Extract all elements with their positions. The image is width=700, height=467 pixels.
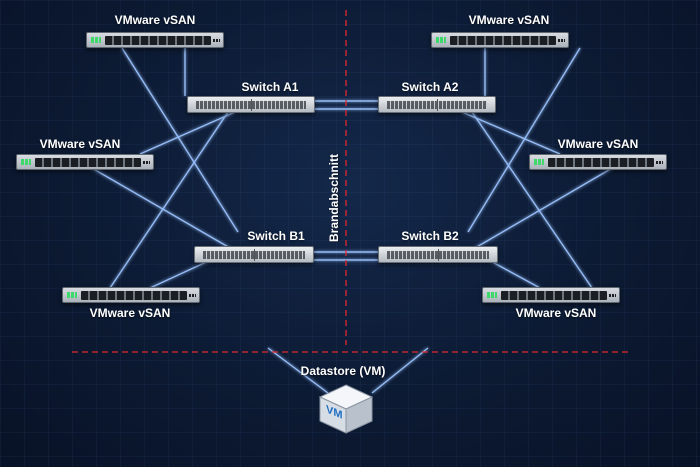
drive-bays bbox=[450, 36, 556, 45]
vsan-server-mid-left[interactable] bbox=[16, 154, 154, 170]
drive-bays bbox=[81, 291, 187, 300]
switch-a2[interactable] bbox=[378, 96, 496, 113]
server-label-bottom-left: VMware vSAN bbox=[89, 306, 171, 320]
vsan-server-top-left[interactable] bbox=[86, 32, 224, 48]
switch-label-a1: Switch A1 bbox=[241, 80, 299, 94]
port-dots-icon bbox=[656, 161, 663, 164]
status-lights-icon bbox=[21, 159, 31, 165]
port-dots-icon bbox=[609, 294, 616, 297]
switch-label-a2: Switch A2 bbox=[401, 80, 459, 94]
drive-bays bbox=[501, 291, 607, 300]
server-label-bottom-right: VMware vSAN bbox=[515, 306, 597, 320]
port-dots-icon bbox=[143, 161, 150, 164]
port-dots-icon bbox=[189, 294, 196, 297]
vsan-server-bottom-left[interactable] bbox=[62, 287, 200, 303]
drive-bays bbox=[105, 36, 211, 45]
drive-bays bbox=[548, 158, 654, 167]
status-lights-icon bbox=[487, 292, 497, 298]
fire-compartment-label: Brandabschnitt bbox=[327, 153, 341, 243]
vsan-server-mid-right[interactable] bbox=[529, 154, 667, 170]
status-lights-icon bbox=[91, 37, 101, 43]
server-label-mid-right: VMware vSAN bbox=[557, 137, 639, 151]
datastore-label: Datastore (VM) bbox=[300, 364, 386, 378]
server-label-mid-left: VMware vSAN bbox=[39, 137, 121, 151]
server-label-top-left: VMware vSAN bbox=[114, 13, 196, 27]
vsan-server-top-right[interactable] bbox=[431, 32, 569, 48]
status-lights-icon bbox=[436, 37, 446, 43]
switch-b1[interactable] bbox=[194, 246, 314, 263]
vsan-server-bottom-right[interactable] bbox=[482, 287, 620, 303]
switch-label-b1: Switch B1 bbox=[247, 229, 305, 243]
port-dots-icon bbox=[558, 39, 565, 42]
switch-label-b2: Switch B2 bbox=[401, 229, 459, 243]
status-lights-icon bbox=[534, 159, 544, 165]
server-label-top-right: VMware vSAN bbox=[468, 13, 550, 27]
status-lights-icon bbox=[67, 292, 77, 298]
vm-cube-icon[interactable]: VM bbox=[318, 383, 374, 435]
switch-b2[interactable] bbox=[378, 246, 498, 263]
port-dots-icon bbox=[213, 39, 220, 42]
switch-a1[interactable] bbox=[187, 96, 315, 113]
drive-bays bbox=[35, 158, 141, 167]
